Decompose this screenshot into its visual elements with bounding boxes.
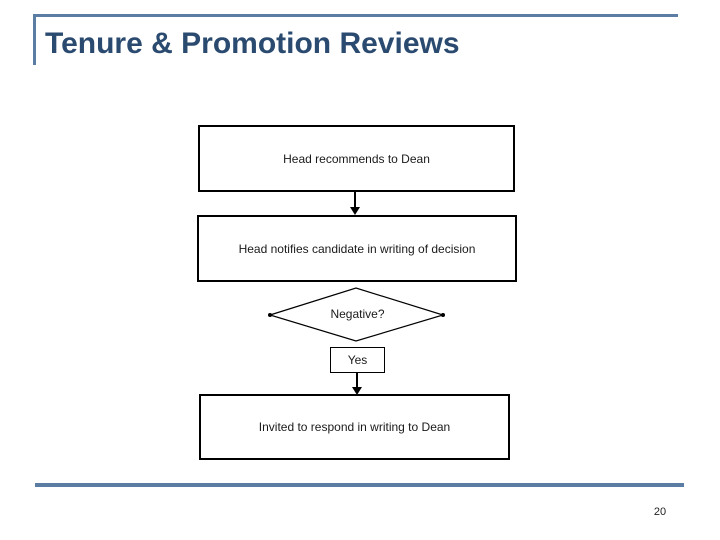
flow-box-label: Head recommends to Dean bbox=[283, 151, 430, 166]
decision-diamond-negative: Negative? bbox=[265, 284, 450, 344]
yes-label-box: Yes bbox=[330, 347, 385, 373]
arrowhead-yes-to-box3 bbox=[352, 387, 362, 395]
footer-accent-line bbox=[35, 483, 684, 487]
flow-box-head-recommends: Head recommends to Dean bbox=[198, 125, 515, 192]
title-accent-line bbox=[33, 14, 678, 17]
arrowhead-box1-to-box2 bbox=[350, 207, 360, 215]
flow-box-label: Invited to respond in writing to Dean bbox=[258, 420, 451, 434]
decision-label: Negative? bbox=[330, 307, 385, 321]
arrow-line-yes-to-box3 bbox=[356, 373, 358, 387]
flow-box-invited-respond: Invited to respond in writing to Dean bbox=[199, 394, 510, 460]
decision-diamond-shape bbox=[267, 287, 446, 342]
page-number: 20 bbox=[653, 506, 667, 518]
flow-box-label: Head notifies candidate in writing of de… bbox=[238, 241, 476, 256]
arrow-line-box1-to-box2 bbox=[354, 192, 356, 208]
yes-label: Yes bbox=[347, 353, 368, 367]
title-accent-bar bbox=[33, 14, 36, 65]
flow-box-head-notifies: Head notifies candidate in writing of de… bbox=[197, 215, 517, 282]
page-title: Tenure & Promotion Reviews bbox=[45, 27, 460, 60]
